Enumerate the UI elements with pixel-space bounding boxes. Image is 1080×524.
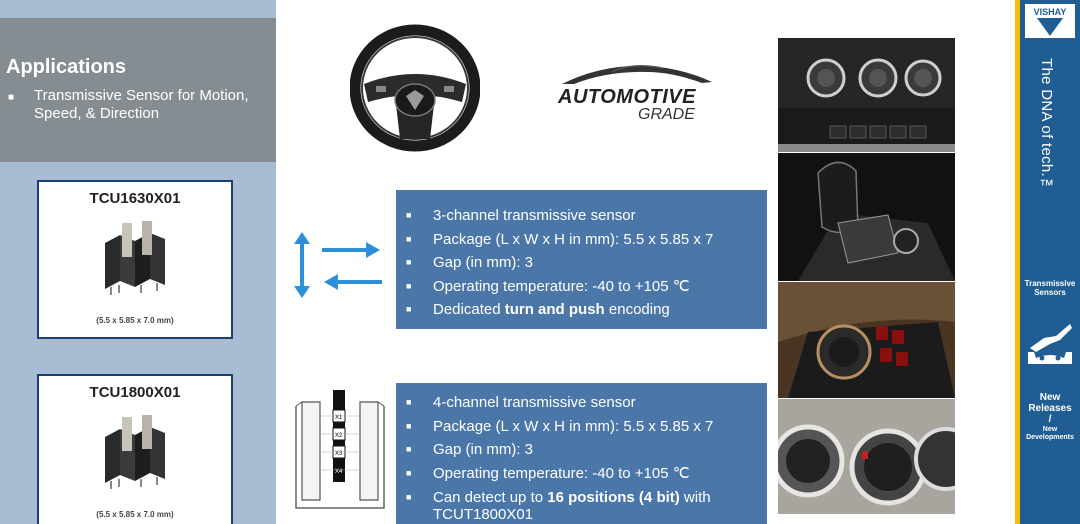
applications-item: ■ Transmissive Sensor for Motion, Speed,… (6, 87, 270, 123)
product-dimensions: (5.5 x 5.85 x 7.0 mm) (96, 510, 174, 519)
applications-title: Applications (6, 56, 127, 78)
diagram-label-x1: X1 (335, 415, 343, 421)
new-developments-line: Developments (1026, 434, 1074, 441)
spec-item: ■ Gap (in mm): 3 (406, 438, 757, 462)
spec-item: ■ 4-channel transmissive sensor (406, 391, 757, 415)
spec-text-pre: Can detect up to (433, 489, 548, 506)
spec-text-post: encoding (604, 301, 670, 318)
bullet-icon: ■ (406, 304, 412, 314)
steering-wheel-icon (350, 24, 480, 152)
vishay-logo-icon (1025, 4, 1075, 38)
diagram-label-x2: X2 (335, 433, 343, 439)
spec-item: ■ Can detect up to 16 positions (4 bit) w… (406, 485, 757, 523)
bullet-icon: ■ (406, 467, 412, 478)
spec-text: Operating temperature: -40 to +105 ℃ (433, 277, 690, 295)
spec-item: ■ Package (L x W x H in mm): 5.5 x 5.85 x… (406, 228, 757, 252)
bullet-icon: ■ (406, 210, 412, 220)
bullet-icon: ■ (8, 92, 15, 103)
spec-item: ■ Package (L x W x H in mm): 5.5 x 5.85 x… (406, 415, 757, 439)
diagram-label-x4: X4 (335, 469, 343, 475)
spec-text: 4-channel transmissive sensor (433, 394, 636, 411)
spec-text: 3-channel transmissive sensor (433, 207, 636, 224)
spec-text: Package (L x W x H in mm): 5.5 x 5.85 x … (433, 230, 714, 248)
spec-text: Package (L x W x H in mm): 5.5 x 5.85 x … (433, 417, 714, 435)
spec-text: Operating temperature: -40 to +105 ℃ (433, 464, 690, 482)
spec-text: Can detect up to 16 positions (4 bit) wi… (433, 489, 757, 523)
spec-text-bold: 16 positions (4 bit) (547, 489, 680, 506)
product-dimensions: (5.5 x 5.85 x 7.0 mm) (96, 316, 174, 325)
new-developments-line: New (1042, 426, 1058, 433)
product-name: TCU1800X01 (89, 384, 181, 401)
new-releases-line: New (1039, 392, 1061, 403)
sensor-cross-section-diagram: X1 X2 X3 X4 (295, 390, 385, 509)
automotive-word: AUTOMOTIVE (558, 86, 696, 108)
tagline: The DNA of tech.™ (1038, 58, 1055, 195)
bullet-icon: ■ (406, 257, 412, 267)
grade-word: GRADE (638, 106, 695, 123)
spec-text: Gap (in mm): 3 (433, 441, 534, 458)
product-card-tcu1800x01: TCU1800X01 (5.5 x 5.85 x 7.0 mm) (37, 374, 233, 524)
spec-item: ■ Operating temperature: -40 to +105 ℃ (406, 275, 757, 299)
spec-item: ■ Gap (in mm): 3 (406, 251, 757, 275)
spec-text-pre: Dedicated (433, 301, 505, 318)
automotive-grade-logo-icon (562, 65, 712, 84)
sensor-package-icon (105, 415, 165, 489)
spec-box-tcu1800x01: ■ 4-channel transmissive sensor ■ Package … (396, 383, 767, 524)
section-label-line: Transmissive (1024, 279, 1076, 288)
bullet-icon: ■ (406, 492, 412, 502)
new-releases-line: / (1048, 414, 1052, 425)
spec-item: ■ 3-channel transmissive sensor (406, 204, 757, 228)
spec-text: Dedicated turn and push encoding (433, 298, 757, 322)
control-knob-photo (778, 282, 955, 398)
applications-item-text: Transmissive Sensor for Motion, Speed, &… (34, 87, 249, 122)
brand-sidebar: VISHAY The DNA of tech.™ Transmissive Se… (1020, 0, 1080, 524)
bullet-icon: ■ (406, 280, 412, 291)
new-developments-label: New Developments (1020, 426, 1080, 442)
climate-control-photo (778, 38, 955, 152)
product-card-tcu1630x01: TCU1630X01 (5.5 x 5.85 x 7.0 mm) (37, 180, 233, 339)
bullet-icon: ■ (406, 420, 412, 431)
motion-arrows-icon (294, 232, 382, 298)
product-name: TCU1630X01 (89, 190, 181, 207)
spec-text: Gap (in mm): 3 (433, 254, 534, 271)
gear-shifter-photo (778, 153, 955, 281)
section-label-line: Sensors (1034, 288, 1066, 297)
diagram-label-x3: X3 (335, 451, 343, 457)
section-label: Transmissive Sensors (1020, 279, 1080, 297)
new-releases-line: Releases (1028, 403, 1072, 414)
sensor-package-icon (105, 221, 165, 295)
spec-box-tcu1630x01: ■ 3-channel transmissive sensor ■ Package … (396, 190, 767, 329)
bullet-icon: ■ (406, 233, 412, 244)
applications-box: Applications ■ Transmissive Sensor for M… (0, 18, 276, 162)
sidebar-accent-stripe (1015, 0, 1020, 524)
new-releases-label: New Releases / (1020, 392, 1080, 425)
bullet-icon: ■ (406, 444, 412, 454)
spec-text-bold: turn and push (504, 301, 605, 318)
hand-sensor-icon (1028, 324, 1072, 364)
brand-name: VISHAY (1033, 7, 1067, 17)
dashboard-dials-photo (778, 399, 955, 514)
spec-text-post: with TCUT1800X01 (433, 489, 711, 523)
spec-item: ■ Dedicated turn and push encoding (406, 298, 757, 322)
spec-item: ■ Operating temperature: -40 to +105 ℃ (406, 462, 757, 486)
bullet-icon: ■ (406, 397, 412, 407)
